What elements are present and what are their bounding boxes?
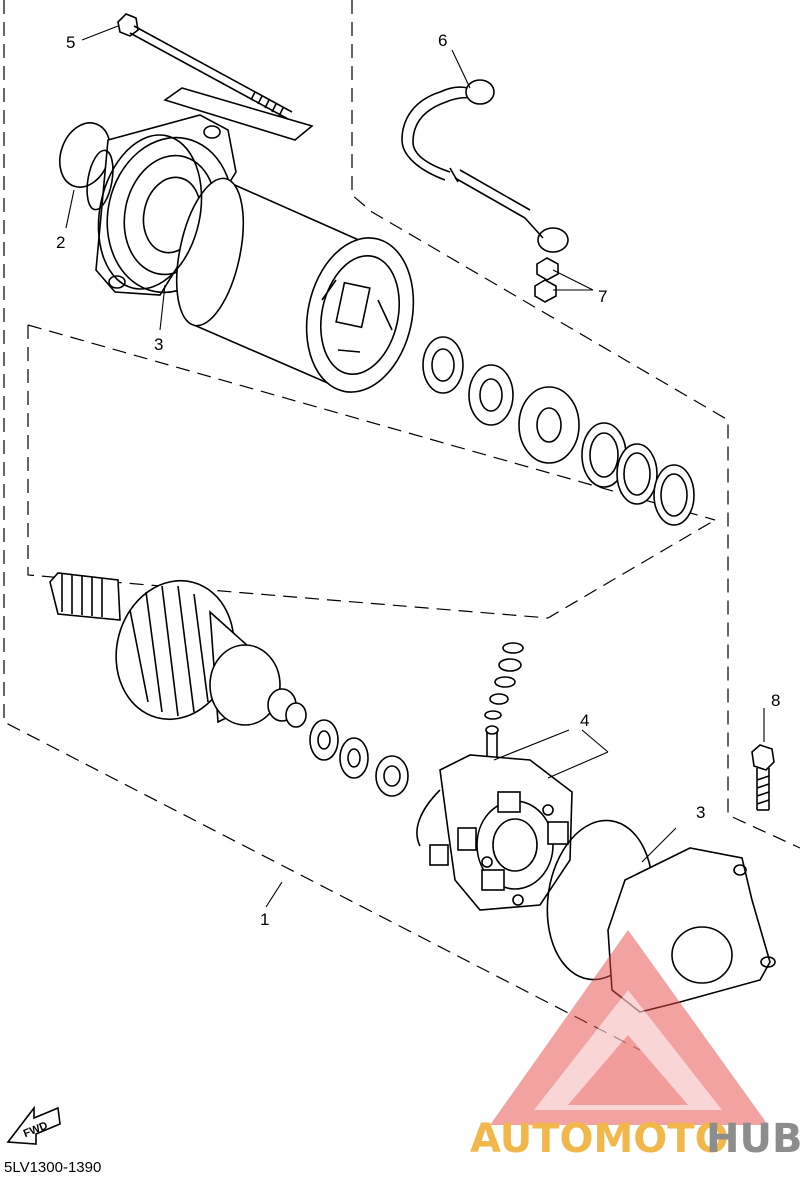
lead-wire-part-6 [401, 79, 569, 253]
callout-labels: 1 2 3 3 4 5 6 7 8 [56, 31, 780, 929]
long-bolt-part-5 [117, 13, 293, 120]
watermark-text-automoto: AUTOMOTO [470, 1116, 729, 1162]
watermark-logo [490, 930, 768, 1125]
watermark-text-hub: HUB [706, 1116, 800, 1162]
yoke-housing [175, 177, 415, 393]
callout-5: 5 [66, 33, 75, 52]
washer-stack-lower [309, 719, 409, 797]
assembly-boundary [3, 0, 800, 1051]
leader-lines [65, 25, 765, 908]
brush-holder-part-4 [416, 754, 573, 911]
fwd-arrow-badge: FWD [6, 1105, 61, 1145]
armature [49, 572, 307, 728]
bolt-part-8 [751, 744, 775, 811]
gasket-front-part-3 [97, 134, 203, 290]
callout-2: 2 [56, 233, 65, 252]
callout-6: 6 [438, 31, 447, 50]
callout-4: 4 [580, 711, 589, 730]
callout-8: 8 [771, 691, 780, 710]
diagram-code: 5LV1300-1390 [4, 1159, 101, 1176]
callout-1: 1 [260, 910, 269, 929]
washer-stack-upper [422, 336, 695, 526]
callout-7: 7 [598, 287, 607, 306]
bolt-label-plate [163, 87, 314, 141]
callout-3-rear: 3 [696, 803, 705, 822]
callout-3-front: 3 [154, 335, 163, 354]
nuts-part-7 [534, 257, 559, 303]
